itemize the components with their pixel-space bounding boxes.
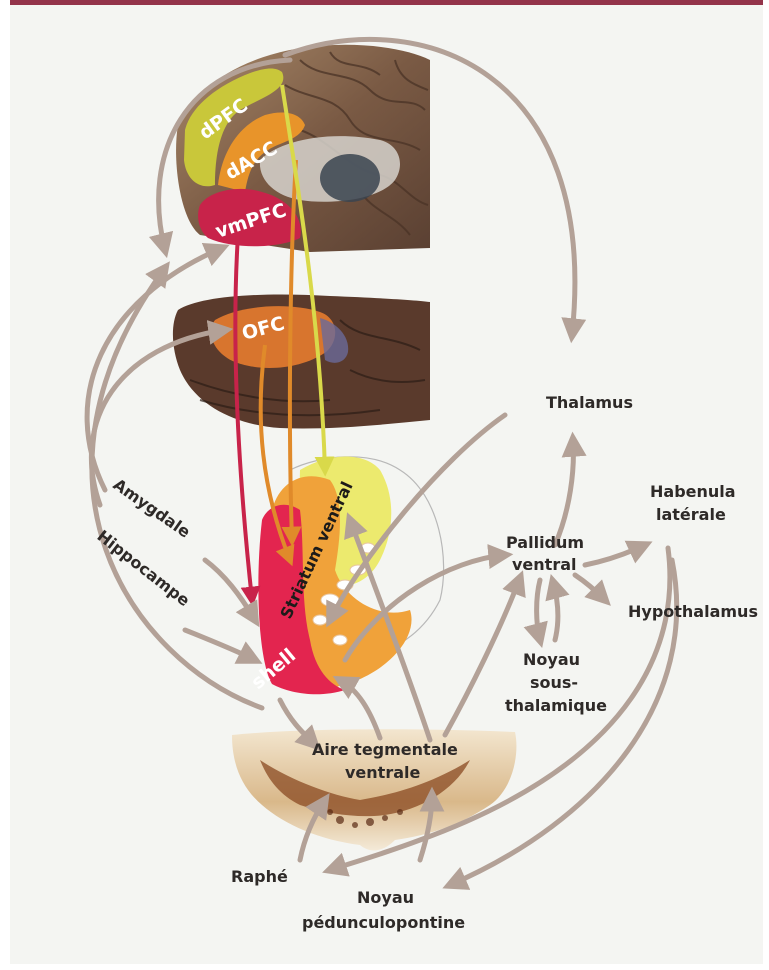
- pallidum-label-line2: ventral: [512, 555, 577, 574]
- thalamus-label: Thalamus: [546, 393, 633, 412]
- pallidum-label-line1: Pallidum: [506, 533, 584, 552]
- ppn-label-line1: Noyau: [357, 888, 414, 907]
- amygdala-label: Amygdale: [110, 475, 194, 542]
- ppn-label-line2: pédunculopontine: [302, 913, 465, 932]
- subthalamic-label-line1: Noyau: [523, 650, 580, 669]
- vta-label-line2: ventrale: [345, 763, 420, 782]
- raphe-label: Raphé: [231, 867, 288, 886]
- habenula-label-line1: Habenula: [650, 482, 736, 501]
- hypothalamus-label: Hypothalamus: [628, 602, 758, 621]
- vta-label-line1: Aire tegmentale: [312, 740, 458, 759]
- subthalamic-label-line3: thalamique: [505, 696, 607, 715]
- subthalamic-label-line2: sous-: [530, 673, 578, 692]
- hippocampus-label: Hippocampe: [94, 526, 194, 610]
- habenula-label-line2: latérale: [656, 505, 726, 524]
- ventral-brain-image: [173, 295, 430, 429]
